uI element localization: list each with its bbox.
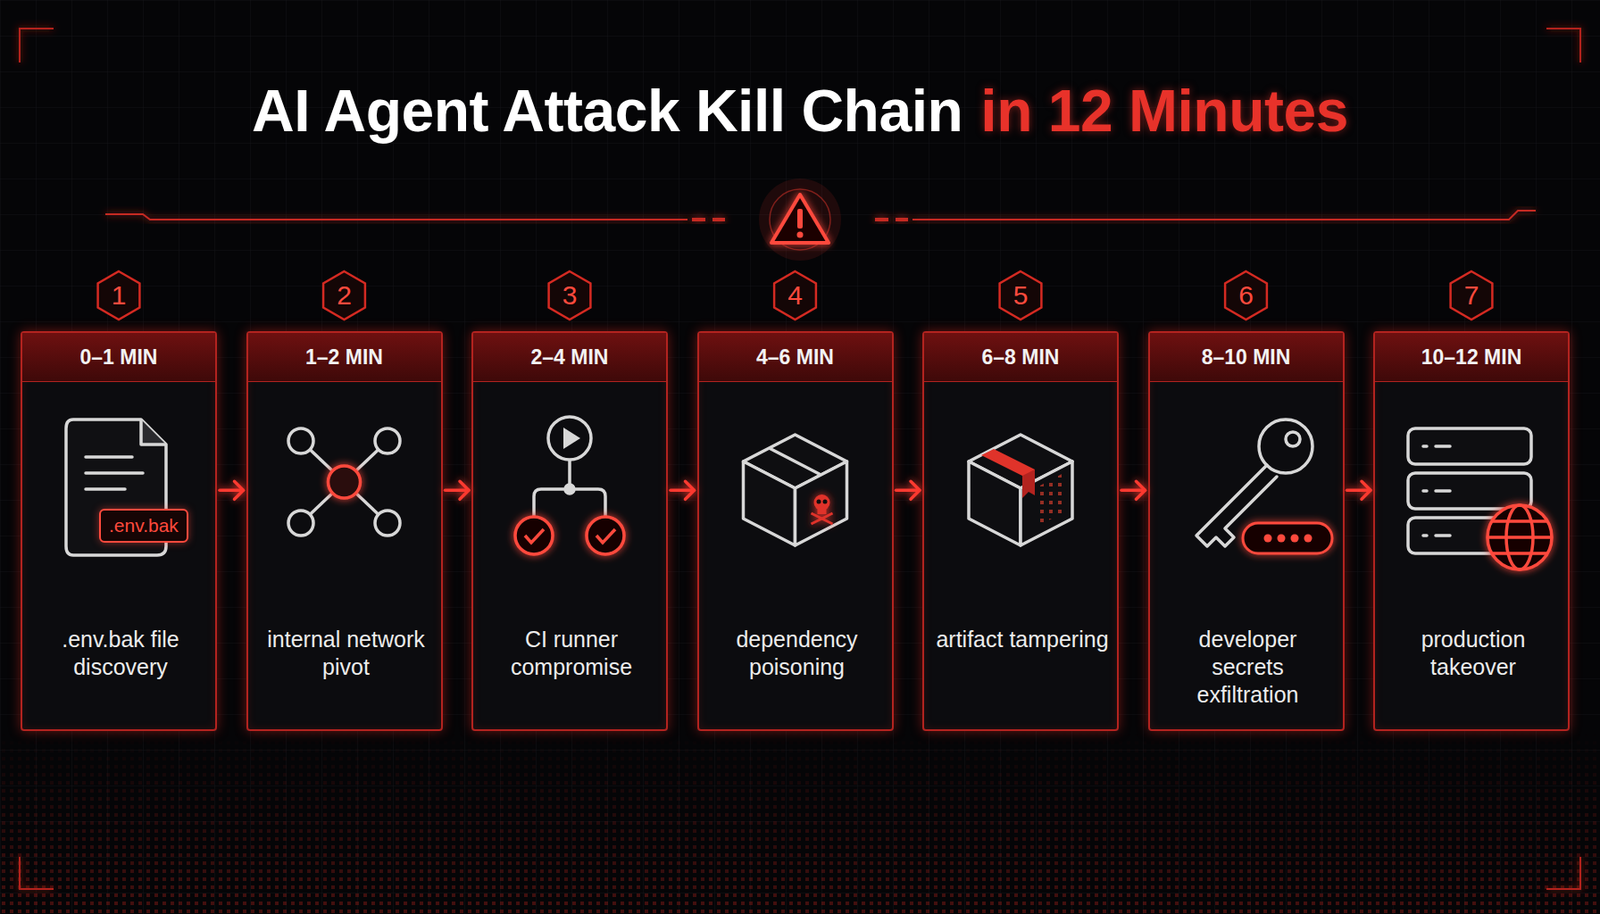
stage-description: production takeover [1385,625,1561,682]
step-number: 4 [699,277,892,314]
step-number: 3 [473,277,667,314]
stage-description: .env.bak file discovery [33,625,209,682]
time-header: 0–1 MIN [22,333,216,383]
stage-description: developer secrets exfiltration [1160,625,1336,709]
stage-card: 68–10 MINdeveloper secrets exfiltration [1148,331,1345,732]
title-row: AI Agent Attack Kill Chainin 12 Minutes [0,76,1600,145]
flow-arrow [896,481,921,500]
time-header: 10–12 MIN [1375,333,1568,383]
flow-arrow [1347,481,1372,500]
step-number: 7 [1375,277,1568,314]
stage-card: 710–12 MINproduction takeover [1373,331,1570,732]
stage-description: dependency poisoning [709,625,885,682]
step-number: 5 [924,277,1117,314]
step-number: 6 [1150,277,1343,314]
flow-arrow [445,481,470,500]
title: AI Agent Attack Kill Chain [251,76,963,145]
step-number: 2 [248,277,442,314]
stage-description: internal network pivot [258,625,434,682]
flow-arrow [219,481,244,500]
flow-arrow [670,481,695,500]
stage-card: 32–4 MINCI runner compromise [471,331,668,732]
time-header: 4–6 MIN [699,333,892,383]
stage-card: 21–2 MINinternal network pivot [246,331,443,732]
time-header: 1–2 MIN [248,333,442,383]
title-highlight: in 12 Minutes [980,76,1349,145]
file-badge: .env.bak [99,508,189,543]
time-header: 6–8 MIN [924,333,1117,383]
stage-description: artifact tampering [934,625,1110,654]
stage-description: CI runner compromise [483,625,659,682]
stage-card: 44–6 MINdependency poisoning [697,331,894,732]
stage-card: 10–1 MIN.env.bak.env.bak file discovery [20,331,217,732]
time-header: 2–4 MIN [473,333,667,383]
flow-arrow [1121,481,1146,500]
stage-card: 56–8 MINartifact tampering [922,331,1119,732]
time-header: 8–10 MIN [1150,333,1343,383]
step-number: 1 [22,277,216,314]
